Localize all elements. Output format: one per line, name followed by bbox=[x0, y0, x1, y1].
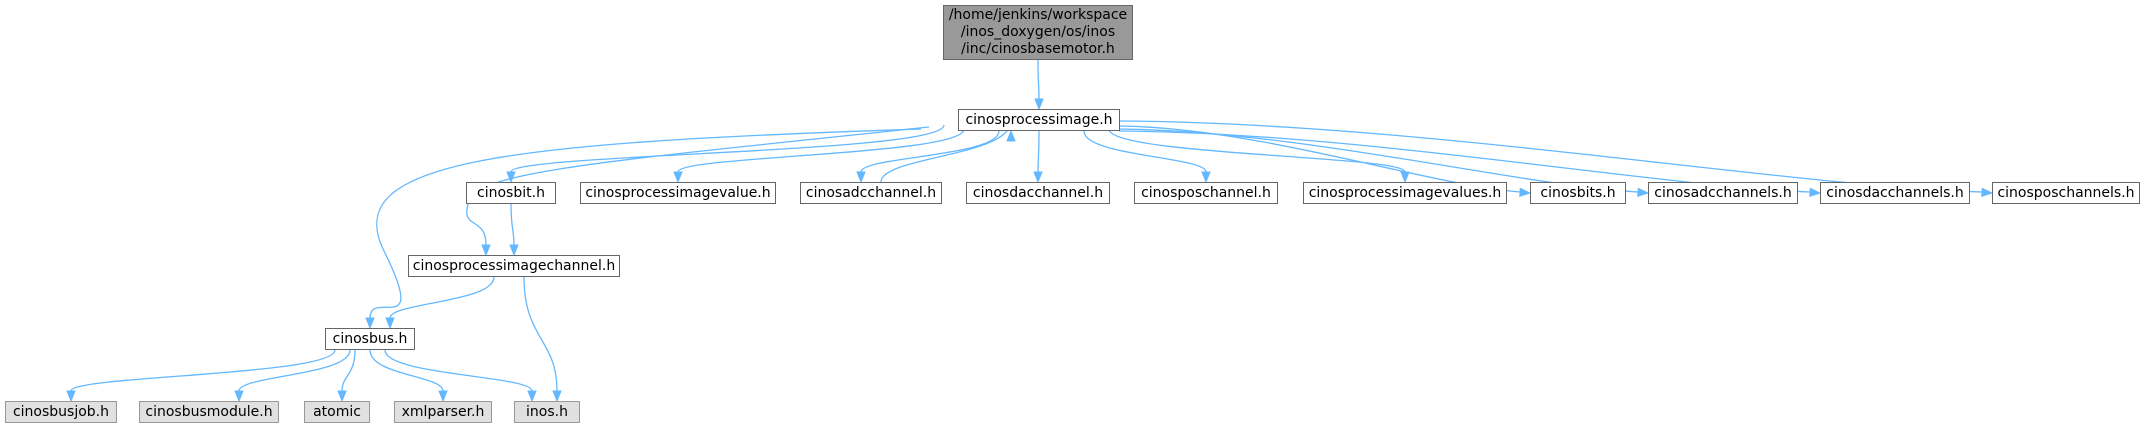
node-root-file: /home/jenkins/workspace /inos_doxygen/os… bbox=[943, 5, 1133, 60]
arrowhead-cinosprocessimage-to-cinosdacchannels bbox=[1809, 187, 1822, 198]
edge-cinosprocessimage-to-cinosbus bbox=[369, 128, 922, 319]
arrowhead-cinosbus-to-atomic bbox=[337, 390, 347, 403]
node-cinosdacchannels[interactable]: cinosdacchannels.h bbox=[1820, 182, 1970, 204]
node-cinosprocessimagevalues[interactable]: cinosprocessimagevalues.h bbox=[1303, 182, 1507, 204]
node-cinosadcchannel[interactable]: cinosadcchannel.h bbox=[800, 182, 942, 204]
node-cinosbusmodule: cinosbusmodule.h bbox=[139, 401, 279, 423]
arrowhead-cinosprocessimage-to-cinosadcchannels bbox=[1637, 187, 1650, 198]
node-cinosadcchannels[interactable]: cinosadcchannels.h bbox=[1648, 182, 1798, 204]
edge-cinosprocessimagechannel-to-inos bbox=[523, 276, 558, 392]
root-path-line-3: /inc/cinosbasemotor.h bbox=[961, 41, 1115, 57]
node-cinosposchannel[interactable]: cinosposchannel.h bbox=[1134, 182, 1278, 204]
arrowhead-cinosbit-to-cinosprocessimagechannel bbox=[509, 244, 519, 257]
edge-cinosprocessimagechannel-to-cinosbus bbox=[389, 276, 495, 319]
arrowhead-cinosprocessimage-to-cinosprocessimagechannel bbox=[481, 244, 491, 257]
arrowhead-cinosprocessimagechannel-to-cinosbus bbox=[385, 317, 395, 330]
arrowhead-cinosprocessimage-to-cinosposchannels bbox=[1981, 187, 1994, 198]
edge-cinosprocessimage-to-cinosprocessimagevalues bbox=[1108, 128, 1406, 173]
node-cinosdacchannel[interactable]: cinosdacchannel.h bbox=[966, 182, 1110, 204]
arrowhead-cinosprocessimage-to-cinosbus bbox=[365, 317, 375, 330]
arrowhead-cinosprocessimage-to-cinosprocessimagevalues bbox=[1400, 171, 1410, 184]
arrowhead-cinosprocessimage-to-cinosprocessimagevalue bbox=[673, 171, 683, 184]
node-cinosbits[interactable]: cinosbits.h bbox=[1530, 182, 1626, 204]
node-xmlparser: xmlparser.h bbox=[394, 401, 492, 423]
node-inos: inos.h bbox=[514, 401, 580, 423]
edge-cinosbus-to-atomic bbox=[341, 349, 356, 392]
arrowhead-cinosbus-to-inos bbox=[527, 390, 537, 403]
arrowhead-root-to-cinosprocessimage bbox=[1034, 98, 1044, 111]
node-cinosprocessimagevalue[interactable]: cinosprocessimagevalue.h bbox=[580, 182, 776, 204]
edge-cinosbit-to-cinosprocessimagechannel bbox=[510, 203, 515, 246]
arrowhead-cinosbus-to-xmlparser bbox=[438, 390, 448, 403]
edge-cinosbus-to-cinosbusjob bbox=[70, 349, 336, 392]
arrowhead-cinosbus-to-cinosbusmodule bbox=[234, 390, 244, 403]
node-atomic: atomic bbox=[304, 401, 370, 423]
edge-cinosprocessimage-to-cinosdacchannel bbox=[1037, 130, 1040, 173]
arrowhead-cinosprocessimage-to-cinosposchannel bbox=[1201, 171, 1211, 184]
node-cinosbit[interactable]: cinosbit.h bbox=[466, 182, 556, 204]
edge-cinosprocessimage-to-cinosadcchannel bbox=[860, 130, 1000, 173]
arrowhead-cinosprocessimage-to-cinosbit bbox=[506, 171, 516, 184]
arrowhead-cinosadcchannel-to-cinosprocessimage bbox=[1006, 129, 1016, 142]
root-path-line-1: /home/jenkins/workspace bbox=[948, 7, 1128, 23]
edge-cinosbus-to-inos bbox=[384, 349, 533, 392]
arrowhead-cinosbus-to-cinosbusjob bbox=[66, 390, 76, 403]
node-cinosprocessimagechannel[interactable]: cinosprocessimagechannel.h bbox=[408, 255, 620, 277]
arrowhead-cinosprocessimagechannel-to-inos bbox=[552, 390, 562, 403]
root-path-line-2: /inos_doxygen/os/inos bbox=[960, 24, 1116, 40]
edge-cinosbus-to-xmlparser bbox=[369, 349, 444, 392]
node-cinosprocessimage[interactable]: cinosprocessimage.h bbox=[958, 109, 1120, 131]
arrowhead-cinosprocessimage-to-cinosdacchannel bbox=[1033, 171, 1043, 184]
edge-cinosprocessimage-to-cinosprocessimagevalue bbox=[677, 128, 965, 173]
arrowhead-cinosprocessimage-to-cinosadcchannel bbox=[856, 171, 866, 184]
arrowhead-cinosprocessimage-to-cinosbits bbox=[1519, 187, 1532, 198]
edge-root-to-cinosprocessimage bbox=[1037, 59, 1040, 100]
node-cinosbusjob: cinosbusjob.h bbox=[5, 401, 117, 423]
edge-cinosprocessimage-to-cinosbit bbox=[510, 124, 945, 173]
edge-cinosprocessimage-to-cinosposchannel bbox=[1083, 130, 1207, 173]
edge-cinosadcchannel-to-cinosprocessimage bbox=[880, 120, 1012, 183]
node-cinosbus[interactable]: cinosbus.h bbox=[325, 328, 415, 350]
node-cinosposchannels[interactable]: cinosposchannels.h bbox=[1992, 182, 2140, 204]
edge-cinosbus-to-cinosbusmodule bbox=[238, 349, 351, 392]
